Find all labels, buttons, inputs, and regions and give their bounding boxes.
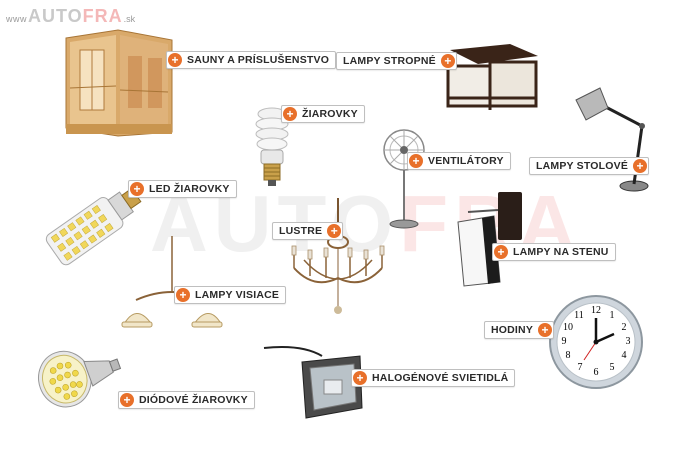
desk-lamp-image[interactable]: [570, 86, 650, 194]
ceiling-lamp-image[interactable]: [440, 42, 544, 116]
category-led-ziarovky[interactable]: + LED ŽIAROVKY: [128, 180, 237, 198]
category-diodove[interactable]: + DIÓDOVÉ ŽIAROVKY: [118, 391, 255, 409]
category-lampy-visiace[interactable]: + LAMPY VISIACE: [174, 286, 287, 304]
plus-icon: +: [409, 154, 423, 168]
category-label: LUSTRE: [279, 225, 323, 237]
plus-icon: +: [327, 224, 342, 238]
clock-numeral: 7: [577, 362, 583, 373]
category-label: LAMPY STROPNÉ: [343, 55, 436, 67]
category-lustre[interactable]: LUSTRE +: [272, 222, 344, 240]
chandelier-image[interactable]: [284, 198, 392, 316]
category-ziarovky[interactable]: + ŽIAROVKY: [281, 105, 365, 123]
clock-numeral: 8: [565, 350, 571, 361]
category-hodiny[interactable]: HODINY +: [484, 321, 555, 339]
plus-icon: +: [633, 159, 648, 173]
category-label: LAMPY NA STENU: [513, 246, 609, 258]
logo-fra: FRA: [82, 6, 123, 26]
clock-numeral: 2: [621, 322, 627, 333]
category-lampy-stolove[interactable]: LAMPY STOLOVÉ +: [529, 157, 650, 175]
category-label: LAMPY STOLOVÉ: [536, 160, 629, 172]
clock-numeral: 11: [574, 310, 584, 321]
clock-numeral: 9: [561, 336, 567, 347]
category-lampy-na-stenu[interactable]: + LAMPY NA STENU: [492, 243, 616, 261]
clock-numeral: 3: [625, 336, 631, 347]
clock-numeral: 12: [591, 305, 601, 316]
sauna-image[interactable]: [62, 28, 174, 138]
clock-face-icon: [549, 295, 643, 389]
clock-numeral: 5: [609, 362, 615, 373]
plus-icon: +: [120, 393, 134, 407]
category-label: LED ŽIAROVKY: [149, 183, 230, 195]
plus-icon: +: [538, 323, 553, 337]
plus-icon: +: [353, 371, 367, 385]
plus-icon: +: [176, 288, 190, 302]
led-spot-bulb-image[interactable]: [34, 338, 126, 422]
wall-lamp-image[interactable]: [452, 186, 528, 288]
category-sauny[interactable]: + SAUNY A PRÍSLUŠENSTVO: [166, 51, 337, 69]
category-label: SAUNY A PRÍSLUŠENSTVO: [187, 54, 330, 66]
category-halogenove[interactable]: + HALOGÉNOVÉ SVIETIDLÁ: [351, 369, 516, 387]
category-label: ŽIAROVKY: [302, 108, 358, 120]
clock-numeral: 4: [621, 350, 627, 361]
plus-icon: +: [440, 54, 455, 68]
category-ventilatory[interactable]: + VENTILÁTORY: [407, 152, 511, 170]
category-label: HODINY: [491, 324, 534, 336]
fan-image[interactable]: [382, 128, 426, 230]
plus-icon: +: [168, 53, 182, 67]
category-label: VENTILÁTORY: [428, 155, 504, 167]
pendant-lamp-image[interactable]: [120, 236, 224, 334]
logo-auto: AUTO: [28, 6, 83, 26]
category-label: HALOGÉNOVÉ SVIETIDLÁ: [372, 372, 509, 384]
plus-icon: +: [130, 182, 144, 196]
plus-icon: +: [283, 107, 297, 121]
category-lampy-stropne[interactable]: LAMPY STROPNÉ +: [336, 52, 457, 70]
category-label: LAMPY VISIACE: [195, 289, 280, 301]
clock-numeral: 1: [609, 310, 615, 321]
site-logo[interactable]: www AUTO FRA .sk: [6, 6, 136, 26]
category-label: DIÓDOVÉ ŽIAROVKY: [139, 394, 248, 406]
wall-clock-image[interactable]: 12 1 2 3 4 5 6 7 8 9 10 11: [548, 294, 644, 390]
plus-icon: +: [494, 245, 508, 259]
clock-numeral: 10: [563, 322, 573, 333]
cfl-bulb-image[interactable]: [252, 106, 292, 190]
logo-suffix: .sk: [123, 14, 136, 24]
halogen-floodlight-image[interactable]: [262, 344, 366, 422]
logo-prefix: www: [6, 14, 27, 24]
led-bulb-image[interactable]: [32, 178, 152, 274]
clock-numeral: 6: [593, 367, 599, 378]
